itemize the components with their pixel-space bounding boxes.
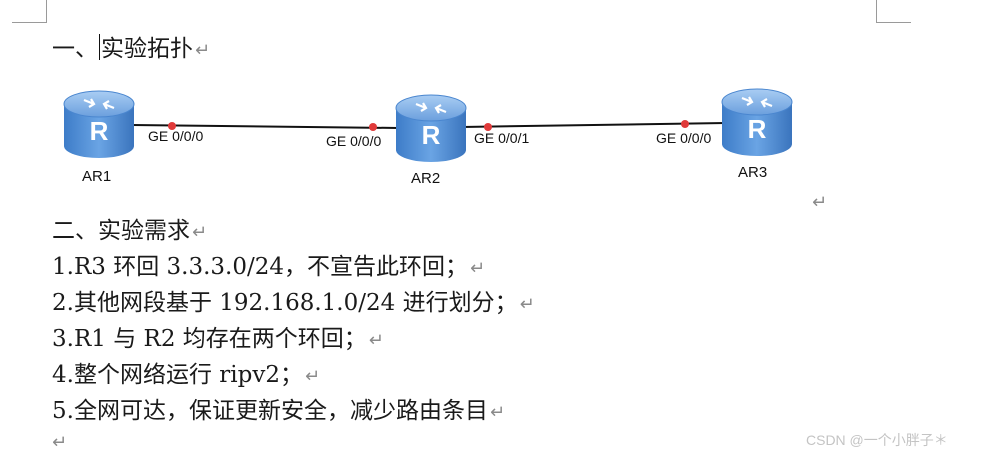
section-heading-requirements: 二、实验需求↵ [52, 220, 207, 243]
paragraph-mark: ↵ [192, 222, 208, 243]
router-label-ar3: AR3 [738, 164, 767, 181]
paragraph-mark: ↵ [489, 402, 506, 423]
router-icon[interactable]: R [63, 90, 135, 158]
paragraph-mark: ↵ [195, 40, 211, 61]
paragraph-mark: ↵ [52, 432, 68, 453]
text-cursor [99, 34, 100, 60]
port-dot [484, 123, 492, 131]
section-heading-topology: 一、实验拓扑↵ [52, 34, 210, 61]
paragraph-mark: ↵ [519, 294, 535, 315]
requirement-line: 2.其他网段基于 192.168.1.0/24 进行划分；↵ [52, 292, 535, 315]
router-label-ar2: AR2 [411, 170, 440, 187]
router-glyph: R [422, 120, 441, 150]
heading-rest: 实验拓扑 [101, 36, 193, 62]
port-dot [681, 120, 689, 128]
router-glyph: R [90, 116, 109, 146]
link-ar1-ar2 [131, 124, 399, 129]
requirement-line: 3.R1 与 R2 均存在两个环回；↵ [52, 328, 384, 351]
port-label-ar2-right: GE 0/0/1 [474, 130, 529, 146]
router-icon[interactable]: R [395, 94, 467, 162]
page-corner-mark-left [12, 0, 47, 23]
paragraph-mark: ↵ [470, 258, 486, 279]
port-label-ar3: GE 0/0/0 [656, 130, 711, 146]
requirement-text: 2.其他网段基于 192.168.1.0/24 进行划分； [52, 290, 518, 316]
requirement-text: 1.R3 环回 3.3.3.0/24，不宣告此环回； [52, 254, 468, 280]
requirement-line: 1.R3 环回 3.3.3.0/24，不宣告此环回；↵ [52, 256, 485, 279]
port-label-ar1: GE 0/0/0 [148, 128, 203, 144]
paragraph-mark: ↵ [812, 192, 828, 213]
heading-text: 二、实验需求 [52, 218, 190, 244]
port-dot [369, 123, 377, 131]
requirement-text: 4.整个网络运行 ripv2； [52, 362, 303, 388]
requirement-text: 3.R1 与 R2 均存在两个环回； [52, 326, 367, 352]
router-glyph: R [748, 114, 767, 144]
heading-prefix: 一、 [52, 36, 98, 62]
page-corner-mark-right [876, 0, 911, 23]
router-label-ar1: AR1 [82, 168, 111, 185]
requirement-line: 5.全网可达，保证更新安全，减少路由条目↵ [52, 400, 505, 423]
paragraph-mark: ↵ [304, 366, 321, 387]
requirement-text: 5.全网可达，保证更新安全，减少路由条目 [52, 398, 488, 424]
watermark: CSDN @一个小胖子＊ [806, 432, 948, 448]
port-dot [168, 122, 176, 130]
network-topology-diagram: R R R GE 0/0/0 GE 0/0/0 GE 0/0/1 GE 0/0/… [63, 88, 793, 187]
router-icon[interactable]: R [721, 88, 793, 156]
requirement-line: 4.整个网络运行 ripv2；↵ [52, 364, 320, 387]
port-label-ar2-left: GE 0/0/0 [326, 133, 381, 149]
paragraph-mark: ↵ [368, 330, 384, 351]
